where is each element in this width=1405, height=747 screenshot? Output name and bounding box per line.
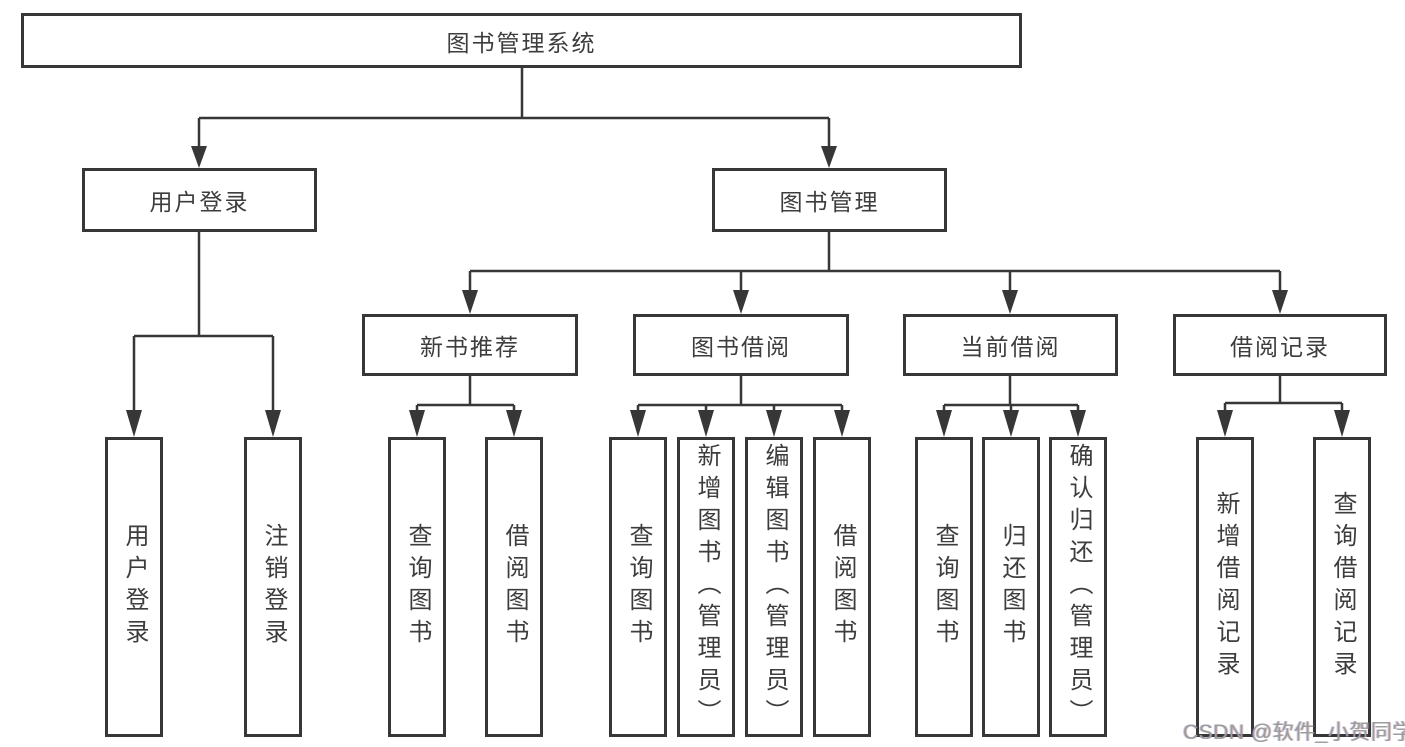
- leaf-edit-books-admin: 编辑图书（管理员）: [745, 437, 803, 737]
- leaf-confirm-return-admin: 确认归还（管理员）: [1049, 437, 1107, 737]
- node-book-management: 图书管理: [712, 168, 947, 232]
- node-new-book-recommend: 新书推荐: [362, 314, 578, 376]
- leaf-query-borrow-record: 查询借阅记录: [1313, 437, 1371, 737]
- leaf-return-books: 归还图书: [982, 437, 1040, 737]
- leaf-borrow-books-recommend: 借阅图书: [485, 437, 543, 737]
- leaf-query-books-current: 查询图书: [915, 437, 973, 737]
- connector-new-book-recommend-to-children: [409, 376, 522, 437]
- connector-borrow-records-to-children: [1217, 376, 1350, 437]
- leaf-borrow-books-borrowing: 借阅图书: [813, 437, 871, 737]
- connector-current-borrowing-to-children: [936, 376, 1086, 437]
- connector-book-borrowing-to-children: [630, 376, 850, 437]
- watermark: CSDN @软件_小贺同学: [1183, 721, 1405, 744]
- connector-book-management-to-level3: [462, 232, 1288, 314]
- node-current-borrowing: 当前借阅: [903, 314, 1118, 376]
- leaf-query-books-borrowing: 查询图书: [609, 437, 667, 737]
- node-root: 图书管理系统: [21, 13, 1022, 68]
- node-user-login: 用户登录: [82, 168, 317, 232]
- connector-user-login-to-children: [126, 232, 281, 437]
- node-borrow-records: 借阅记录: [1173, 314, 1387, 376]
- node-book-borrowing: 图书借阅: [633, 314, 849, 376]
- leaf-query-books-recommend: 查询图书: [388, 437, 446, 737]
- leaf-add-books-admin: 新增图书（管理员）: [677, 437, 735, 737]
- connector-root-to-level2: [191, 68, 837, 168]
- leaf-logout-login: 注销登录: [244, 437, 302, 737]
- leaf-add-borrow-record: 新增借阅记录: [1196, 437, 1254, 737]
- leaf-user-login: 用户登录: [105, 437, 163, 737]
